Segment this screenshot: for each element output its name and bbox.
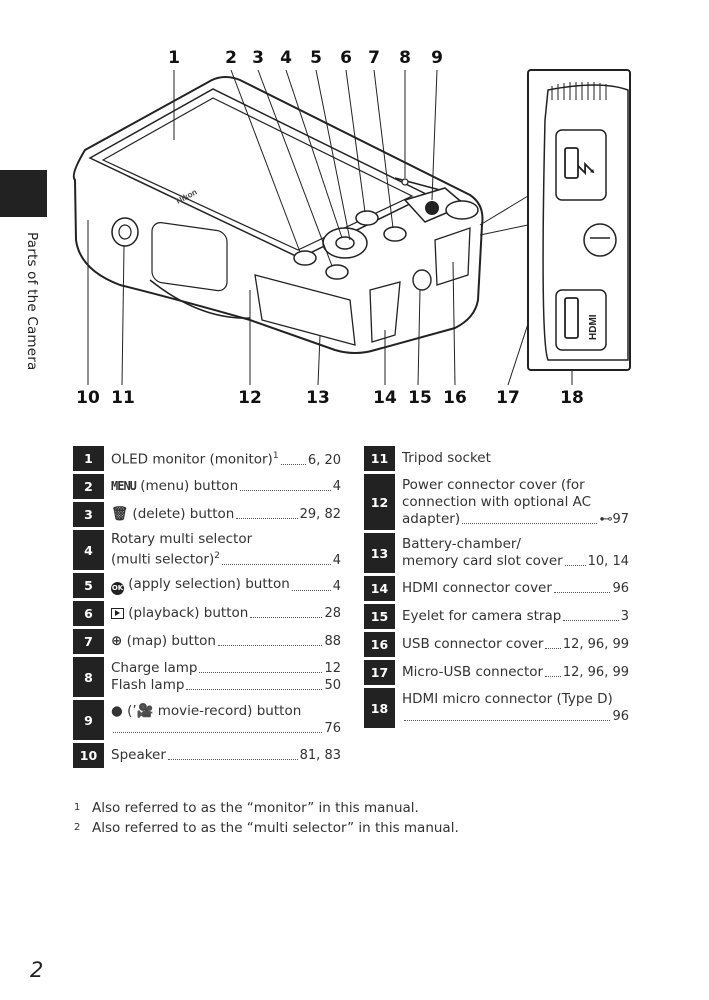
item-number: 15	[364, 604, 395, 629]
item-number: 4	[73, 530, 104, 570]
callout-12: 12	[238, 388, 262, 408]
item-number: 14	[364, 576, 395, 601]
camera-body	[72, 76, 484, 354]
play-icon	[111, 608, 124, 619]
item-number: 2	[73, 474, 104, 499]
item-number: 11	[364, 446, 395, 471]
item-number: 10	[73, 743, 104, 768]
callout-9: 9	[431, 48, 443, 68]
menu-icon: MENU	[111, 479, 137, 493]
item-number: 1	[73, 446, 104, 471]
callout-15: 15	[408, 388, 432, 408]
callout-16: 16	[443, 388, 467, 408]
callout-7: 7	[368, 48, 380, 68]
callout-4: 4	[280, 48, 292, 68]
table-row: 18 HDMI micro connector (Type D)96	[364, 688, 629, 728]
table-row: 4 Rotary multi selector(multi selector)2…	[73, 530, 341, 570]
callout-18: 18	[560, 388, 584, 408]
hdmi-port-label: HDMI	[588, 314, 599, 340]
item-number: 16	[364, 632, 395, 657]
item-number: 17	[364, 660, 395, 685]
section-tab-marker	[0, 170, 47, 217]
usb-icon: ⭍	[576, 161, 597, 176]
callout-1: 1	[168, 48, 180, 68]
item-number: 12	[364, 474, 395, 530]
callout-3: 3	[252, 48, 264, 68]
item-number: 6	[73, 601, 104, 626]
item-number: 7	[73, 629, 104, 654]
callout-11: 11	[111, 388, 135, 408]
callout-13: 13	[306, 388, 330, 408]
map-icon: ⊕	[111, 633, 123, 649]
item-number: 9	[73, 700, 104, 740]
item-number: 8	[73, 657, 104, 697]
section-side-label: Parts of the Camera	[24, 232, 40, 371]
table-row: 11 Tripod socket	[364, 446, 629, 471]
item-number: 13	[364, 533, 395, 573]
side-view-inset: ⭍ HDMI	[527, 69, 631, 371]
table-row: 13 Battery-chamber/memory card slot cove…	[364, 533, 629, 573]
page-number: 2	[30, 958, 44, 982]
callout-6: 6	[340, 48, 352, 68]
callout-2: 2	[225, 48, 237, 68]
item-number: 18	[364, 688, 395, 728]
callout-8: 8	[399, 48, 411, 68]
item-number: 5	[73, 573, 104, 598]
item-number: 3	[73, 502, 104, 527]
camera-diagram: Nikon	[72, 69, 631, 386]
parts-table-right: 11 Tripod socket 12 Power connector cove…	[364, 443, 629, 731]
callout-14: 14	[373, 388, 397, 408]
trash-icon: 🗑	[111, 506, 129, 522]
callout-5: 5	[310, 48, 322, 68]
ok-icon: OK	[111, 582, 124, 595]
callout-17: 17	[496, 388, 520, 408]
callout-10: 10	[76, 388, 100, 408]
